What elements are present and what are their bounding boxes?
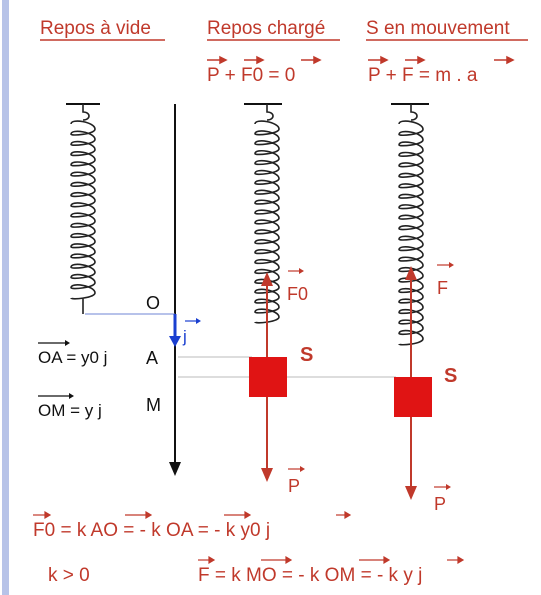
weight-p-arrowhead-rest bbox=[261, 468, 273, 482]
solid-s-moving-label: S bbox=[444, 365, 457, 387]
oa-formula: OA = y0 j bbox=[38, 348, 107, 367]
force-f0-arrowhead bbox=[261, 272, 273, 286]
solid-s-moving bbox=[394, 377, 432, 417]
force-f0-label: F0 bbox=[287, 284, 308, 304]
axis-arrowhead bbox=[169, 462, 181, 476]
weight-p-label-rest: P bbox=[288, 476, 300, 496]
equation-vector-arrows bbox=[207, 55, 515, 65]
formula-f0: F0 = k AO = - k OA = - k y0 j bbox=[33, 520, 270, 541]
weight-p-arrowhead-moving bbox=[405, 486, 417, 500]
unit-vector-label: j bbox=[182, 327, 187, 346]
spring-moving bbox=[398, 104, 424, 377]
force-f-arrowhead bbox=[405, 266, 417, 280]
header-moving: S en mouvement bbox=[366, 18, 510, 39]
point-a-label: A bbox=[146, 348, 158, 368]
weight-p-label-moving: P bbox=[434, 494, 446, 514]
spring-rest-loaded bbox=[254, 104, 280, 357]
origin-label: O bbox=[146, 293, 160, 313]
point-m-label: M bbox=[146, 395, 161, 415]
equation-moving: P + F = m . a bbox=[368, 65, 478, 86]
formula-f: F = k MO = - k OM = - k y j bbox=[198, 565, 422, 586]
formula-k-positive: k > 0 bbox=[48, 565, 90, 586]
unit-vector-arrowhead bbox=[169, 336, 181, 347]
spring-rest-empty bbox=[70, 104, 96, 314]
left-border bbox=[2, 0, 9, 595]
solid-s-rest bbox=[249, 357, 287, 397]
om-formula: OM = y j bbox=[38, 401, 102, 420]
formula-f-vector-arrows bbox=[198, 555, 465, 565]
solid-s-rest-label: S bbox=[300, 344, 313, 366]
force-f-label: F bbox=[437, 278, 448, 298]
header-rest-empty: Repos à vide bbox=[40, 18, 151, 39]
header-rest-loaded: Repos chargé bbox=[207, 18, 325, 39]
equation-rest-loaded: P + F0 = 0 bbox=[207, 65, 295, 86]
formula-f0-vector-arrows bbox=[33, 510, 352, 520]
